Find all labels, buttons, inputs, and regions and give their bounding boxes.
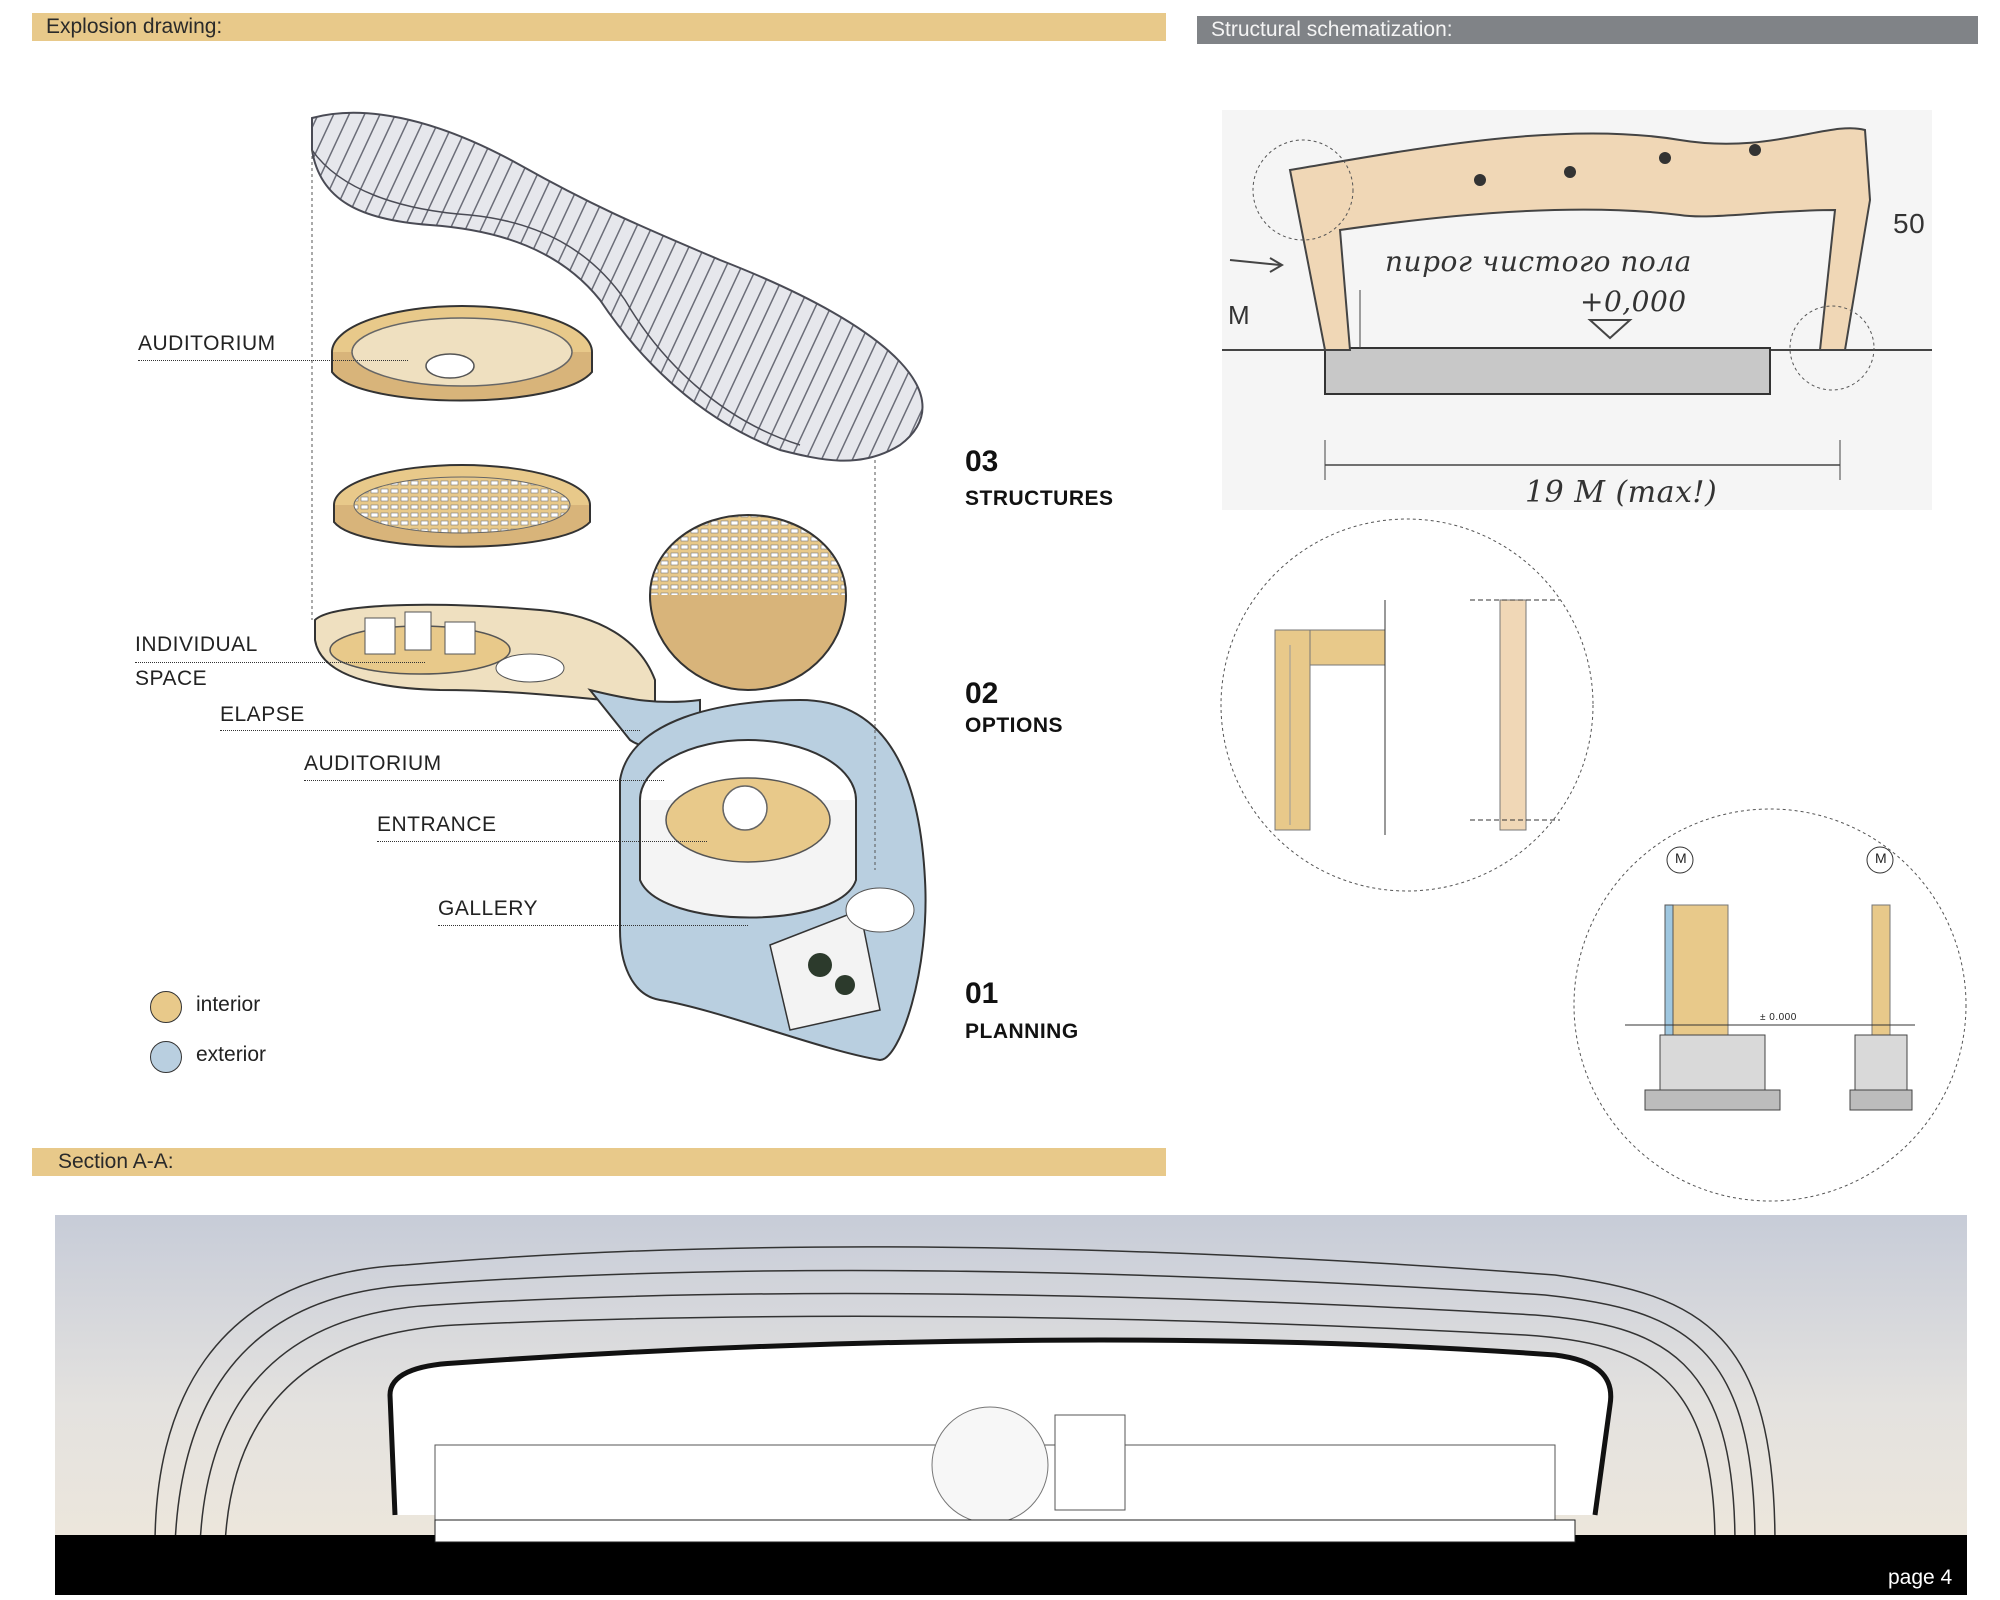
step-02-name: OPTIONS bbox=[965, 714, 1064, 737]
leader-auditorium bbox=[304, 780, 664, 781]
section-header: Section A-A: bbox=[32, 1148, 1166, 1176]
explosion-diagram bbox=[311, 111, 927, 1062]
sketch-left-mark: M bbox=[1228, 300, 1251, 330]
leader-elapse bbox=[220, 730, 640, 731]
label-space: SPACE bbox=[135, 667, 208, 690]
leader-auditorium-top bbox=[138, 360, 408, 361]
axis-mark-right: M bbox=[1875, 850, 1888, 866]
label-auditorium: AUDITORIUM bbox=[304, 752, 442, 775]
roof-shell bbox=[311, 111, 924, 462]
step-02-number: 02 bbox=[965, 677, 999, 710]
step-01-number: 01 bbox=[965, 977, 999, 1010]
legend-interior-label: interior bbox=[196, 993, 261, 1016]
sketch-height-mark: 50 bbox=[1893, 208, 1926, 239]
structural-header: Structural schematization: bbox=[1197, 16, 1978, 44]
detail-level: ± 0.000 bbox=[1760, 1012, 1797, 1023]
structural-sketch bbox=[1222, 110, 1932, 510]
foundation-detail bbox=[1573, 808, 1967, 1202]
sketch-level: +0,000 bbox=[1580, 285, 1687, 318]
label-gallery: GALLERY bbox=[438, 897, 538, 920]
label-individual: INDIVIDUAL bbox=[135, 633, 258, 656]
legend-interior-swatch bbox=[150, 991, 182, 1023]
sketch-title: пирог чистого пола bbox=[1385, 245, 1692, 278]
leader-entrance bbox=[377, 841, 707, 842]
joint-detail bbox=[1220, 518, 1594, 892]
leader-gallery bbox=[438, 925, 748, 926]
page-number: page 4 bbox=[1888, 1566, 1953, 1589]
label-auditorium-top: AUDITORIUM bbox=[138, 332, 276, 355]
section-drawing bbox=[55, 1215, 1967, 1595]
step-03-name: STRUCTURES bbox=[965, 487, 1114, 510]
label-elapse: ELAPSE bbox=[220, 703, 305, 726]
sketch-span: 19 M (max!) bbox=[1525, 475, 1718, 510]
axis-mark-left: M bbox=[1675, 850, 1688, 866]
step-03-number: 03 bbox=[965, 445, 999, 478]
legend-exterior-swatch bbox=[150, 1041, 182, 1073]
step-01-name: PLANNING bbox=[965, 1020, 1079, 1043]
explosion-header: Explosion drawing: bbox=[32, 13, 1166, 41]
legend-exterior-label: exterior bbox=[196, 1043, 267, 1066]
label-entrance: ENTRANCE bbox=[377, 813, 497, 836]
leader-individual bbox=[135, 662, 425, 663]
